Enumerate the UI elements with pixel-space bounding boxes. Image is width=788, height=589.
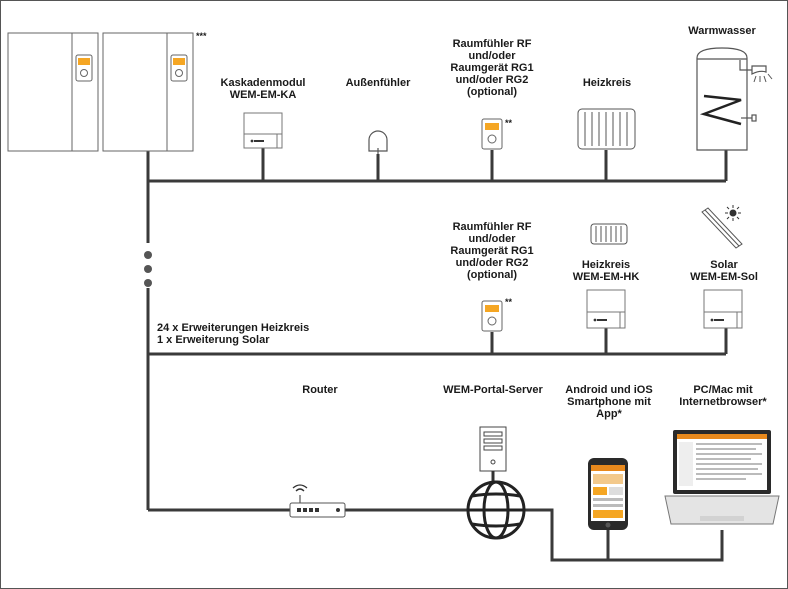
extensions-label: 24 x Erweiterungen Heizkreis 1 x Erweite… xyxy=(157,322,310,346)
shower-icon xyxy=(753,73,773,83)
smartphone-label: Android und iOS Smartphone mit App* xyxy=(565,384,653,420)
bus-lines xyxy=(146,148,728,562)
wifi-icon xyxy=(292,484,308,492)
radiator-icon-2 xyxy=(590,223,628,245)
outdoor-sensor-icon xyxy=(368,130,388,154)
radiator-icon-1 xyxy=(577,108,636,150)
continuation-dots xyxy=(144,251,152,287)
laptop-icon xyxy=(664,430,780,525)
cascade-module-icon xyxy=(243,112,283,149)
outdoor-sensor-label: Außenfühler xyxy=(345,77,411,89)
internet-globe-icon xyxy=(466,480,526,540)
router-icon xyxy=(289,484,346,518)
room-device-label-2: Raumfühler RF und/oder Raumgerät RG1 und… xyxy=(450,221,534,281)
boiler-2-display-icon xyxy=(173,58,185,65)
room-device-note-2: ** xyxy=(505,297,513,307)
server-icon xyxy=(479,426,507,482)
solar-module-label: Solar WEM-EM-Sol xyxy=(690,259,758,283)
portal-server-label: WEM-Portal-Server xyxy=(443,384,543,396)
boiler-note-marker: *** xyxy=(196,31,207,41)
hot-water-label: Warmwasser xyxy=(688,25,756,37)
smartphone-icon xyxy=(588,458,628,530)
pc-label: PC/Mac mit Internetbrowser* xyxy=(679,384,767,408)
room-device-icon-1 xyxy=(481,118,503,150)
boiler-1 xyxy=(7,32,99,152)
heating-module-icon xyxy=(586,289,626,329)
cascade-module-label: Kaskadenmodul WEM-EM-KA xyxy=(220,77,306,101)
router-label: Router xyxy=(302,384,338,396)
solar-module-icon xyxy=(703,289,743,329)
boiler-2 xyxy=(102,32,194,152)
heating-circuit-label-1: Heizkreis xyxy=(582,77,632,89)
room-device-note-1: ** xyxy=(505,118,513,128)
hot-water-tank-icon xyxy=(696,47,773,151)
solar-collector-icon xyxy=(701,205,743,249)
internet-line-clients xyxy=(524,508,724,562)
boiler-1-display-icon xyxy=(78,58,90,65)
room-device-icon-2 xyxy=(481,300,503,332)
room-device-label-1: Raumfühler RF und/oder Raumgerät RG1 und… xyxy=(450,38,534,98)
heating-module-label: Heizkreis WEM-EM-HK xyxy=(572,259,640,283)
sun-icon xyxy=(725,205,741,221)
